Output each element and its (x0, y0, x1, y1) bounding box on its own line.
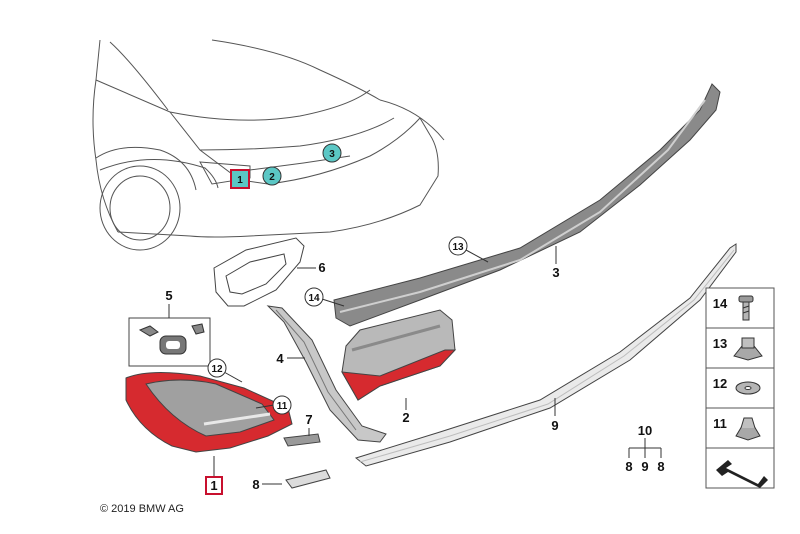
gasket-part-6[interactable] (213, 237, 305, 307)
car-marker-1-label: 1 (237, 175, 243, 186)
arrow-symbol-icon (716, 460, 768, 488)
legend-row-symbol (716, 460, 768, 488)
grommet-kit-part-5[interactable] (128, 317, 211, 367)
callout-13[interactable]: 13 (448, 236, 468, 256)
kit-10-item-a: 8 (625, 459, 632, 474)
callout-12-label: 12 (211, 364, 223, 375)
trim-strip-part-3[interactable] (333, 83, 721, 327)
callout-11-label: 11 (277, 401, 288, 412)
legend-11-label: 11 (713, 416, 727, 431)
callout-13-label: 13 (452, 242, 464, 253)
callout-12[interactable]: 12 (207, 358, 227, 378)
kit-10-item-c: 8 (657, 459, 664, 474)
car-marker-2[interactable]: 2 (262, 166, 282, 186)
car-rear-outline (92, 39, 445, 251)
kit-10-item-b: 9 (641, 459, 648, 474)
trim-end-part-8[interactable] (285, 469, 331, 489)
callout-10-label[interactable]: 10 (638, 423, 652, 438)
legend-row-14[interactable]: 14 (713, 295, 754, 321)
hex-nut-icon (735, 417, 761, 441)
callout-1-label: 1 (210, 478, 217, 493)
legend-13-label: 13 (713, 336, 727, 351)
bolt-icon (738, 295, 754, 321)
legend-14-label: 14 (713, 296, 728, 311)
car-marker-3-label: 3 (329, 149, 335, 160)
fastener-legend: 14 13 12 11 (705, 287, 775, 489)
callout-7-label[interactable]: 7 (305, 412, 312, 427)
legend-12-label: 12 (713, 376, 727, 391)
car-marker-3[interactable]: 3 (322, 143, 342, 163)
bracket-part-7[interactable] (283, 433, 321, 447)
leader-lines (168, 246, 662, 485)
callout-5-label[interactable]: 5 (165, 288, 172, 303)
car-marker-2-label: 2 (269, 172, 275, 183)
washer-icon (735, 381, 761, 395)
callout-3-label[interactable]: 3 (552, 265, 559, 280)
callout-14[interactable]: 14 (304, 287, 324, 307)
chrome-strip-part-9[interactable] (354, 243, 737, 467)
legend-row-12[interactable]: 12 (713, 376, 761, 395)
callout-2-label[interactable]: 2 (402, 410, 409, 425)
car-marker-1[interactable]: 1 (230, 169, 250, 189)
callout-8-label[interactable]: 8 (252, 477, 259, 492)
outer-tail-lamp-part-1[interactable] (125, 371, 293, 453)
inner-tail-lamp-part-2[interactable] (341, 309, 457, 401)
callout-9-label[interactable]: 9 (551, 418, 558, 433)
clip-nut-icon (733, 337, 763, 361)
callout-6-label[interactable]: 6 (318, 260, 325, 275)
seal-strip-part-4[interactable] (266, 305, 387, 443)
callout-11[interactable]: 11 (272, 395, 292, 415)
callout-1[interactable]: 1 (205, 476, 223, 495)
legend-row-11[interactable]: 11 (713, 416, 761, 441)
legend-row-13[interactable]: 13 (713, 336, 763, 361)
callout-4-label[interactable]: 4 (276, 351, 284, 366)
copyright-text: © 2019 BMW AG (100, 503, 184, 515)
callout-14-label: 14 (308, 293, 320, 304)
